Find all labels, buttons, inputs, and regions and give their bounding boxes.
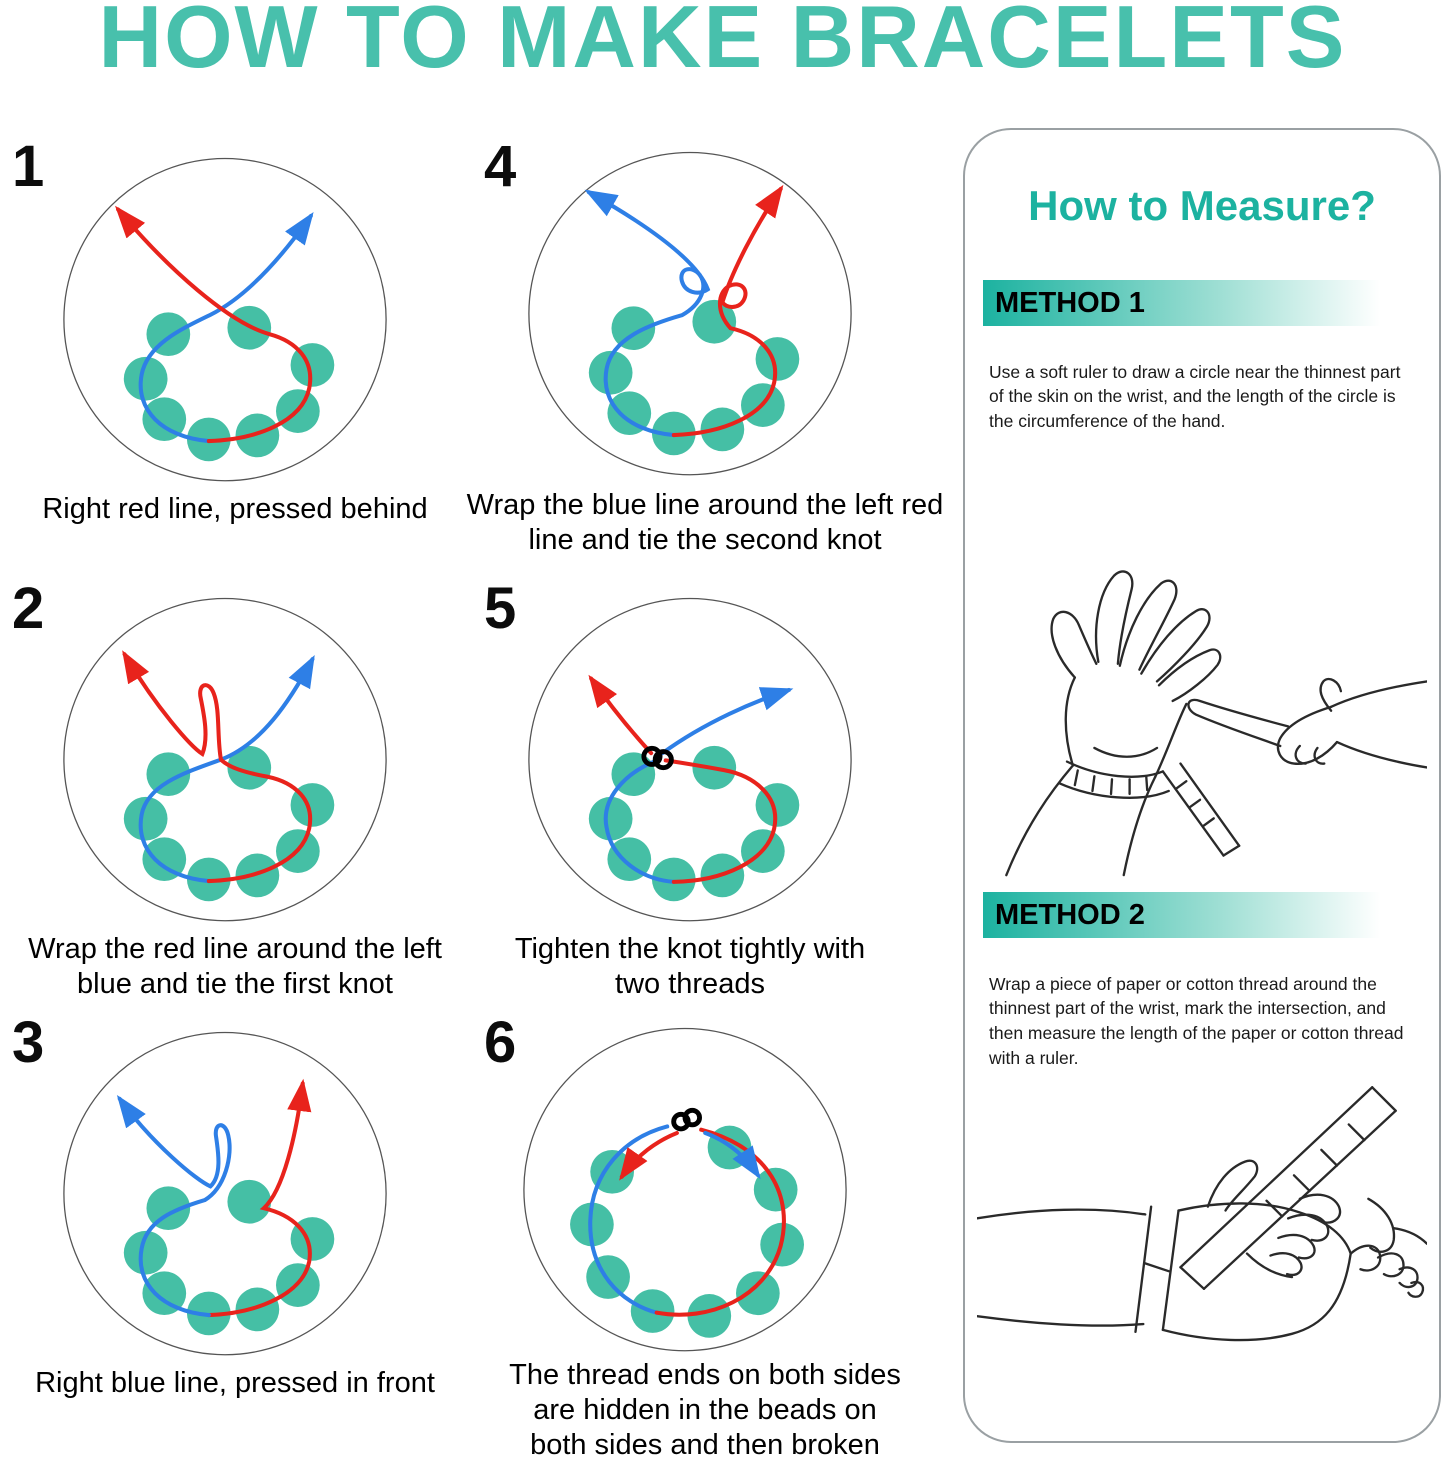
step-6-caption: The thread ends on both sides are hidden… [509, 1359, 901, 1461]
step-2-diagram [63, 597, 387, 922]
measure-title: How to Measure? [1028, 182, 1376, 229]
blue-thread [584, 189, 711, 438]
method-1-text: Use a soft ruler to draw a circle near t… [989, 361, 1401, 432]
step-1-diagram [63, 157, 387, 482]
knot-icon [641, 745, 663, 767]
step-3-caption: Right blue line, pressed in front [35, 1367, 435, 1399]
step-1-caption: Right red line, pressed behind [42, 493, 428, 525]
bead-ring [63, 1031, 387, 1356]
page-title: HOW TO MAKE BRACELETS [98, 0, 1347, 86]
method-1-heading: METHOD 1 [983, 280, 1415, 326]
red-thread-end [619, 1130, 679, 1181]
red-thread-tail [588, 674, 654, 756]
knot-icon [682, 1107, 702, 1128]
knot-icon [652, 749, 674, 771]
red-thread [671, 184, 784, 438]
blue-thread-ring [603, 757, 676, 884]
step-4-caption: Wrap the blue line around the left red l… [466, 489, 944, 556]
step-5-caption: Tighten the knot tightly with two thread… [514, 933, 866, 1000]
bead-ring [528, 151, 852, 476]
red-thread [115, 205, 313, 444]
red-thread-ring [663, 758, 778, 884]
step-2-caption: Wrap the red line around the left blue a… [28, 933, 442, 1000]
blue-thread-end [703, 1130, 761, 1180]
step-6-number: 6 [484, 1010, 517, 1075]
step-4-diagram [528, 151, 852, 476]
bead-ring [528, 597, 852, 922]
blue-thread [138, 212, 314, 444]
wrist-measuring-illustration [1005, 570, 1427, 877]
blue-thread [138, 654, 315, 884]
wrist-marking-illustration [977, 1086, 1427, 1342]
red-thread [206, 1078, 312, 1318]
step-6-diagram [523, 1027, 847, 1352]
step-4-number: 4 [484, 134, 517, 199]
bead-ring [523, 1027, 847, 1352]
blue-thread-ring [588, 1124, 670, 1315]
step-3-number: 3 [12, 1010, 45, 1075]
blue-thread [116, 1094, 232, 1318]
step-5-number: 5 [484, 576, 517, 641]
step-3-diagram [63, 1031, 387, 1356]
how-to-measure-panel: How to Measure? METHOD 1 Use a soft rule… [963, 128, 1441, 1443]
bead-ring [63, 157, 387, 482]
method-2-text: Wrap a piece of paper or cotton thread a… [989, 973, 1404, 1069]
step-5-diagram [528, 597, 852, 922]
step-2-number: 2 [12, 576, 45, 641]
blue-thread-tail [660, 687, 794, 756]
step-1-number: 1 [12, 134, 45, 199]
red-thread [122, 650, 313, 884]
method-2-heading: METHOD 2 [983, 892, 1415, 938]
